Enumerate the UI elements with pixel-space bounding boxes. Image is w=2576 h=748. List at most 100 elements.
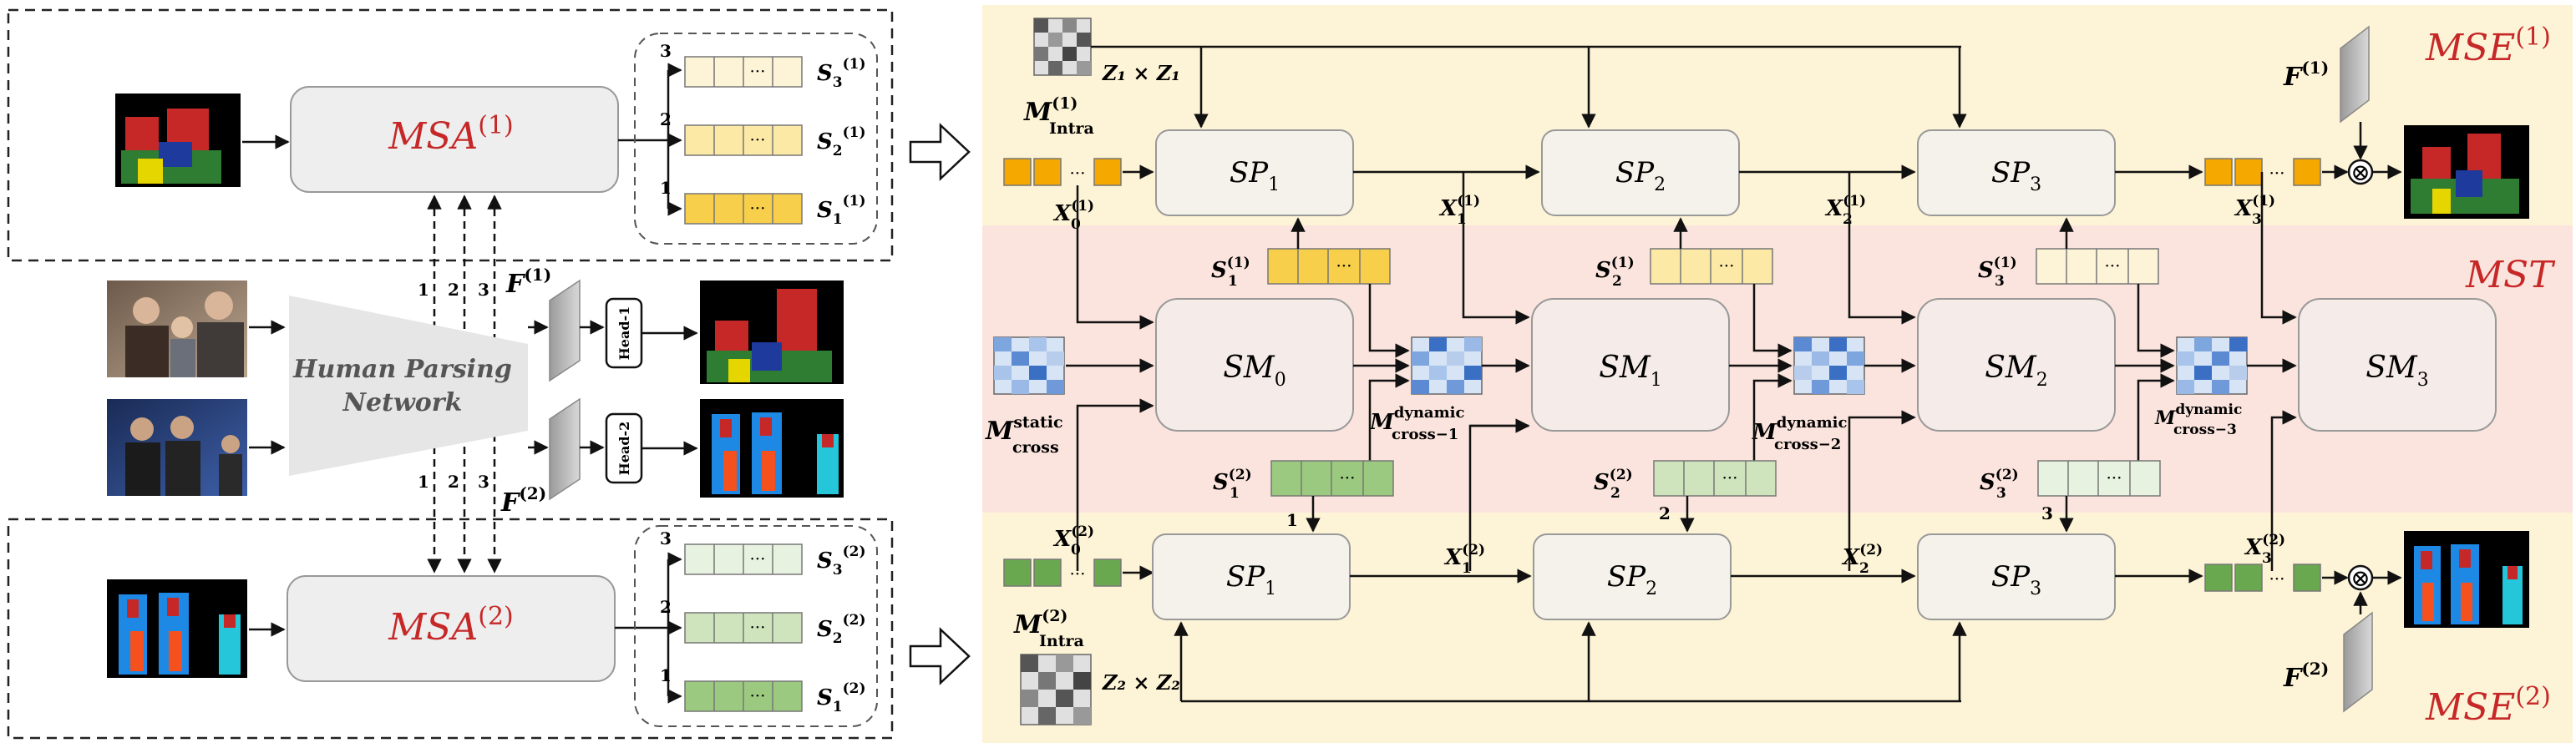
mse2-label: MSE(2) — [2425, 682, 2551, 729]
x0-2-label: X(2)0 — [1052, 523, 1094, 558]
sm0-label: SM0 — [1223, 351, 1286, 391]
svg-text:⊗: ⊗ — [2350, 159, 2370, 186]
m-intra1-label: M(1)Intra — [1023, 94, 1094, 138]
dash-label-2-top: 2 — [448, 280, 459, 300]
mst-label: MST — [2465, 254, 2556, 296]
stack1-bars: ··· ··· ··· 3 2 1 S3(1) S2(1) S1(1) — [660, 41, 866, 228]
stack1-rank-2: 2 — [660, 109, 672, 129]
svg-text:···: ··· — [2104, 255, 2120, 275]
stack1-label-s2: S2(1) — [817, 124, 866, 159]
stack1-bar-2: ··· — [684, 124, 803, 156]
svg-text:···: ··· — [2106, 468, 2122, 488]
intra-mask-2 — [1020, 654, 1092, 725]
stack2-bar-3: ··· — [684, 543, 803, 575]
msa1-label: MSA(1) — [388, 111, 513, 158]
dash-label-2-bottom: 2 — [448, 472, 459, 492]
msa2-frame — [7, 518, 894, 740]
x1-2-label: X(2)1 — [1443, 542, 1485, 577]
parsing-output-1 — [700, 280, 844, 384]
m-intra2-label: M(2)Intra — [1013, 607, 1084, 650]
stack1-bar-1: ··· — [684, 193, 803, 225]
svg-text:···: ··· — [1336, 255, 1351, 275]
mse1-label: MSE(1) — [2425, 23, 2551, 69]
s2-1-label: S(1)2 — [1595, 255, 1635, 290]
stack2-label-s1: S1(2) — [817, 680, 866, 715]
svg-text:···: ··· — [749, 548, 765, 569]
svg-text:···: ··· — [1069, 564, 1085, 584]
step-number-2: 2 — [1659, 503, 1671, 523]
network-label-line2: Network — [342, 388, 463, 417]
svg-text:···: ··· — [749, 129, 765, 149]
photo-2-input — [107, 399, 247, 496]
hollow-arrow-bottom — [909, 627, 971, 685]
dynamic-cross-matrix-1 — [1411, 336, 1483, 395]
sp2-top-label: SP2 — [1615, 156, 1666, 195]
stack1-bar-3: ··· — [684, 56, 803, 88]
svg-text:···: ··· — [1718, 255, 1734, 275]
parsing-map-1-input — [115, 94, 241, 187]
stack1-rank-3: 3 — [660, 41, 672, 61]
s2-1-bar: ··· — [1650, 248, 1773, 285]
static-cross-matrix — [993, 336, 1065, 395]
dash-label-3-bottom: 3 — [478, 472, 489, 492]
feature-f1-label: F(1) — [505, 265, 551, 299]
intra-mask-1 — [1033, 18, 1092, 76]
dash-label-3-top: 3 — [478, 280, 489, 300]
x0-2-token-strip: ··· — [1003, 558, 1122, 587]
msa1-frame — [7, 8, 894, 262]
stack2-rank-1: 1 — [660, 665, 672, 685]
stack2-bar-2: ··· — [684, 612, 803, 644]
svg-text:···: ··· — [749, 685, 765, 705]
hollow-arrow-top — [909, 123, 971, 181]
sp3-top-label: SP3 — [1991, 156, 2041, 195]
stack2-bar-1: ··· — [684, 680, 803, 712]
parsing-output-top-right — [2404, 125, 2529, 219]
step-number-1: 1 — [1286, 510, 1298, 530]
x3-2-label: X(2)3 — [2244, 532, 2285, 567]
stack2-label-s2: S2(2) — [817, 612, 866, 647]
s3-2-label: S(2)3 — [1980, 467, 2019, 502]
s1-1-label: S(1)1 — [1211, 255, 1250, 290]
sp1-top-label: SP1 — [1230, 156, 1280, 195]
stack1-rank-1: 1 — [660, 178, 672, 198]
head-2-label: Head-2 — [616, 422, 632, 476]
stack1-frame — [634, 33, 878, 245]
svg-text:···: ··· — [1339, 468, 1355, 488]
sm1-label: SM1 — [1599, 351, 1662, 391]
svg-text:···: ··· — [1069, 163, 1085, 183]
z2-label: Z₂ × Z₂ — [1102, 670, 1180, 695]
stack2-frame — [634, 525, 878, 727]
s3-1-label: S(1)3 — [1978, 255, 2017, 290]
svg-text:···: ··· — [2269, 163, 2284, 183]
z1-label: Z₁ × Z₁ — [1102, 61, 1180, 85]
photo-1-input — [107, 280, 247, 377]
right-panel: MSE(1) MST MSE(2) Z₁ × Z₁ M(1)Intra ··· — [982, 5, 2573, 743]
s1-2-label: S(2)1 — [1213, 467, 1252, 502]
s3-1-bar: ··· — [2036, 248, 2159, 285]
feature-f2-slab — [549, 397, 581, 501]
stack1-label-s3: S3(1) — [817, 56, 866, 91]
sp1-bottom-label: SP1 — [1226, 560, 1276, 599]
s1-1-bar: ··· — [1267, 248, 1391, 285]
svg-text:⊗: ⊗ — [2350, 564, 2370, 592]
feature-f2-right-label: F(2) — [2283, 659, 2329, 693]
feature-f1-slab-right — [2340, 25, 2370, 124]
dynamic-cross-matrix-2 — [1793, 336, 1865, 395]
sm2-label: SM2 — [1985, 351, 2048, 391]
feature-f2-label: F(2) — [500, 483, 546, 518]
x0-1-token-strip: ··· — [1003, 158, 1122, 186]
svg-text:···: ··· — [749, 198, 765, 218]
dash-label-1-top: 1 — [418, 280, 429, 300]
s2-2-bar: ··· — [1653, 460, 1777, 497]
s1-2-bar: ··· — [1270, 460, 1394, 497]
parsing-output-2 — [700, 399, 844, 498]
feature-f1-right-label: F(1) — [2283, 58, 2329, 92]
x3-1-token-strip: ··· — [2204, 158, 2321, 186]
dash-label-1-bottom: 1 — [418, 472, 429, 492]
left-panel: MSA(1) ··· ··· — [7, 8, 894, 740]
feature-f1-slab — [549, 279, 581, 382]
